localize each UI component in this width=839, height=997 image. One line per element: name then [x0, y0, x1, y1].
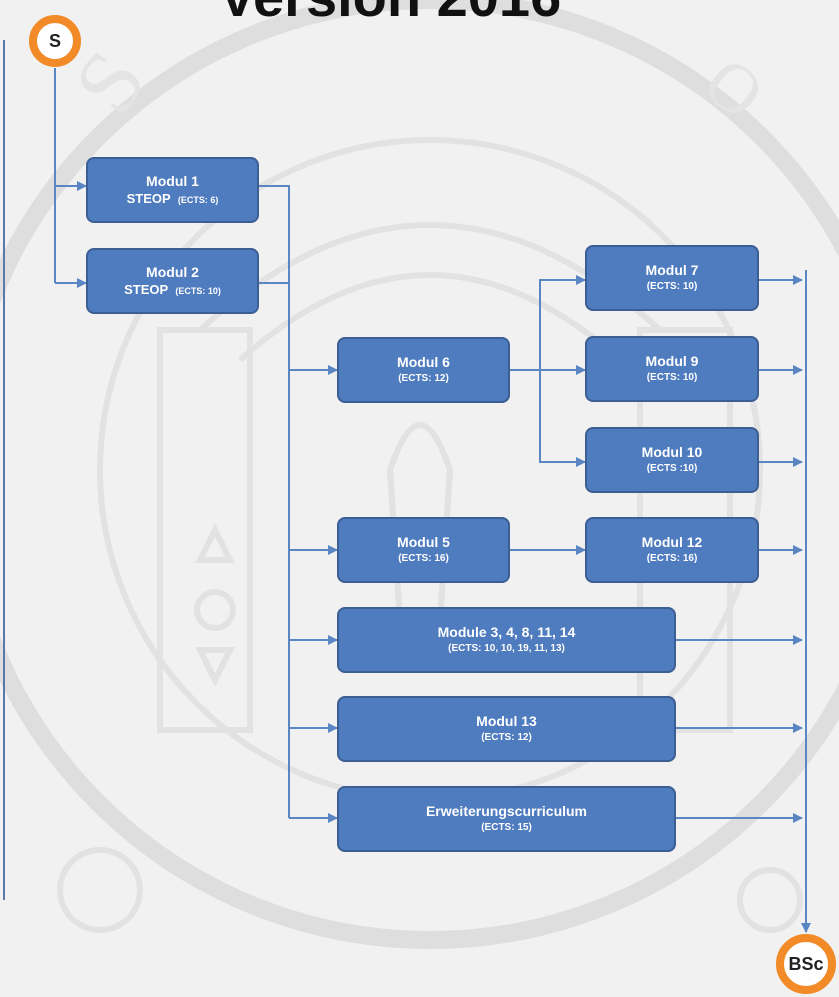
module-group-name: Module 3, 4, 8, 11, 14	[437, 624, 576, 640]
start-label: S	[48, 30, 61, 51]
erweiterungscurriculum-name: Erweiterungscurriculum	[425, 803, 588, 819]
modul-10-name: Modul 10	[641, 444, 703, 460]
modul-6-box: Modul 6 (ECTS: 12)	[337, 337, 510, 403]
modul-9-ects: (ECTS: 10)	[646, 372, 698, 383]
erweiterungscurriculum-box: Erweiterungscurriculum (ECTS: 15)	[337, 786, 676, 852]
end-label: BSc	[788, 953, 824, 974]
modul-10-ects: (ECTS :10)	[646, 463, 698, 474]
modul-1-steop: STEOP	[126, 190, 171, 206]
end-circle: BSc	[776, 934, 836, 994]
modul-2-box: Modul 2 STEOP (ECTS: 10)	[86, 248, 259, 314]
modul-13-box: Modul 13 (ECTS: 12)	[337, 696, 676, 762]
modul-12-box: Modul 12 (ECTS: 16)	[585, 517, 759, 583]
modul-6-name: Modul 6	[397, 354, 450, 370]
modul-10-box: Modul 10 (ECTS :10)	[585, 427, 759, 493]
modul-12-name: Modul 12	[641, 534, 703, 550]
modul-5-box: Modul 5 (ECTS: 16)	[337, 517, 510, 583]
modul-6-ects: (ECTS: 12)	[398, 373, 449, 384]
left-border-rule	[3, 40, 5, 900]
modul-1-ects: (ECTS: 6)	[177, 194, 219, 205]
modul-1-name: Modul 1	[146, 172, 199, 189]
modul-2-ects: (ECTS: 10)	[175, 285, 221, 296]
modul-5-ects: (ECTS: 16)	[398, 553, 449, 564]
modul-7-ects: (ECTS: 10)	[646, 281, 698, 292]
modul-5-name: Modul 5	[397, 534, 450, 550]
start-circle: S	[29, 15, 81, 67]
modul-7-name: Modul 7	[645, 262, 699, 278]
modul-7-box: Modul 7 (ECTS: 10)	[585, 245, 759, 311]
modul-2-name: Modul 2	[146, 263, 199, 280]
modul-12-ects: (ECTS: 16)	[646, 553, 698, 564]
modul-13-ects: (ECTS: 12)	[481, 732, 532, 743]
modul-2-steop: STEOP	[124, 281, 169, 297]
modul-9-name: Modul 9	[645, 353, 699, 369]
modul-13-name: Modul 13	[476, 713, 537, 729]
modul-1-box: Modul 1 STEOP (ECTS: 6)	[86, 157, 259, 223]
erweiterungscurriculum-ects: (ECTS: 15)	[481, 822, 532, 833]
module-group-ects: (ECTS: 10, 10, 19, 11, 13)	[448, 643, 565, 654]
modul-9-box: Modul 9 (ECTS: 10)	[585, 336, 759, 402]
page-title: Version 2016	[190, 0, 590, 29]
module-group-box: Module 3, 4, 8, 11, 14 (ECTS: 10, 10, 19…	[337, 607, 676, 673]
